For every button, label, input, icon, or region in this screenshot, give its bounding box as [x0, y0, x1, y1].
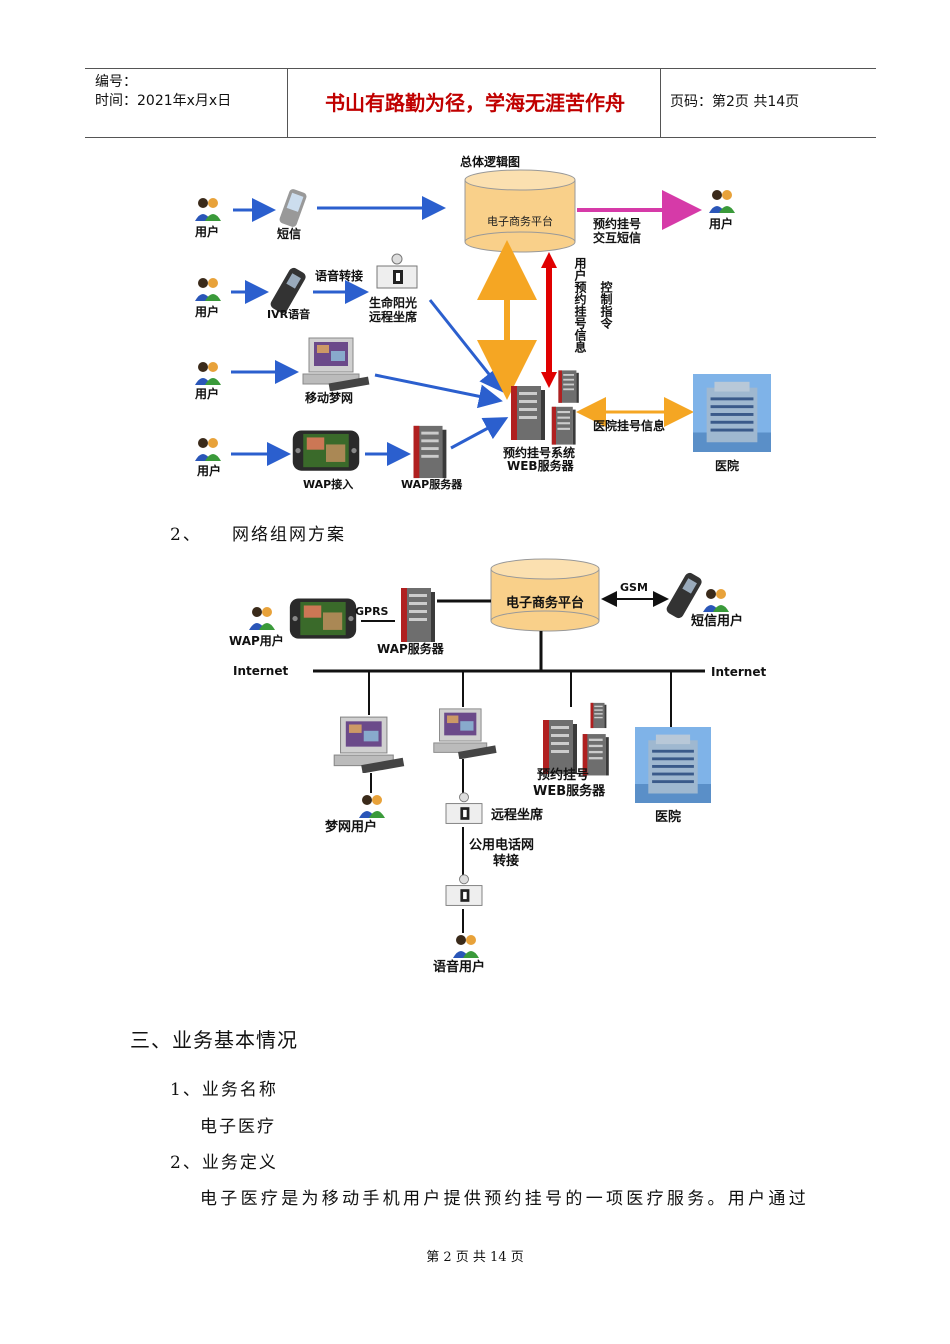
- mobile-dream-label: 移动梦网: [305, 390, 353, 405]
- section3-item2: 2、业务定义: [170, 1153, 278, 1173]
- remote-seat-label: 远程坐席: [491, 807, 543, 823]
- section2-title: 网络组网方案: [232, 525, 346, 545]
- header-left: 编号： 时间：2021年x月x日: [95, 73, 231, 111]
- wap-server-icon: [401, 588, 435, 642]
- user-icon: [709, 190, 735, 213]
- platform-cylinder: [490, 558, 600, 632]
- hospital-building-icon: [635, 727, 711, 803]
- web-server-l2: WEB服务器: [533, 783, 606, 799]
- user-icon: [453, 935, 479, 958]
- user-label: 用户: [194, 386, 219, 401]
- computer-icon: [333, 716, 405, 773]
- platform-label: 电子商务平台: [487, 214, 553, 228]
- time-label: 时间：2021年x月x日: [95, 93, 232, 109]
- hospital-label: 医院: [655, 809, 681, 825]
- mobile-phone-icon: [665, 571, 704, 620]
- number-label: 编号：: [95, 74, 137, 90]
- web-server-l1: 预约挂号: [537, 767, 589, 783]
- voice-transfer-label: 语音转接: [315, 268, 363, 283]
- dream-user-label: 梦网用户: [325, 819, 377, 835]
- user-icon: [195, 198, 221, 221]
- user-label: 用户: [196, 463, 221, 478]
- hospital-label: 医院: [715, 458, 739, 473]
- section3-heading: 三、业务基本情况: [130, 1028, 298, 1052]
- pda-device-icon: [292, 430, 360, 471]
- section3-item1: 1、业务名称: [170, 1080, 278, 1100]
- voice-transfer-icon: [445, 874, 483, 906]
- pstn-l1: 公用电话网: [469, 837, 534, 853]
- user-icon: [249, 607, 275, 630]
- user-icon: [195, 278, 221, 301]
- remote-seat-icon: [445, 792, 483, 824]
- pstn-l2: 转接: [493, 853, 519, 869]
- header-motto: 书山有路勤为径，学海无涯苦作舟: [325, 91, 625, 115]
- web-server-icon: [511, 386, 545, 440]
- wap-user-label: WAP用户: [229, 633, 284, 648]
- web-server-icon: [551, 406, 576, 445]
- section3-item1-value: 电子医疗: [200, 1117, 276, 1137]
- web-server-icon: [590, 702, 607, 729]
- wap-server-label: WAP服务器: [401, 477, 463, 491]
- internet-left-label: Internet: [233, 664, 288, 678]
- sms-label: 短信: [277, 226, 301, 241]
- web-server-l1: 预约挂号系统: [503, 445, 575, 460]
- header-divider: [287, 69, 288, 137]
- sms-user-label: 短信用户: [691, 613, 743, 629]
- user-icon: [359, 795, 385, 818]
- user-label: 用户: [708, 216, 733, 231]
- wap-server-icon: [413, 425, 447, 479]
- hospital-building-icon: [693, 374, 771, 452]
- control-text: 控制指令: [565, 280, 613, 330]
- pda-icon: [278, 188, 308, 228]
- remote-seat-l2: 远程坐席: [369, 309, 417, 324]
- web-server-icon: [558, 370, 579, 403]
- computer-icon: [302, 337, 370, 391]
- gsm-label: GSM: [620, 581, 648, 594]
- voice-user-label: 语音用户: [433, 959, 485, 975]
- wap-access-label: WAP接入: [303, 477, 353, 491]
- section3-item2-text: 电子医疗是为移动手机用户提供预约挂号的一项医疗服务。用户通过: [200, 1189, 809, 1209]
- page-footer: 第 2 页 共 14 页: [426, 1250, 524, 1265]
- remote-seat-l1: 生命阳光: [369, 295, 417, 310]
- platform-label: 电子商务平台: [506, 595, 584, 611]
- gprs-label: GPRS: [355, 605, 389, 618]
- diagram1-title: 总体逻辑图: [460, 154, 520, 169]
- overall-logic-diagram: 总体逻辑图 电子商务平台 用户 短信 预约挂号 交互短信 用户 用户 IVR语音…: [194, 154, 771, 491]
- page-info: 页码：第2页 共14页: [670, 94, 800, 110]
- platform-cylinder: [464, 169, 576, 253]
- network-topology-diagram: 电子商务平台 GSM 短信用户 WAP用户 GPRS WAP服务器 Intern…: [229, 558, 766, 975]
- user-icon: [195, 438, 221, 461]
- user-label: 用户: [194, 224, 219, 239]
- web-server-l2: WEB服务器: [507, 458, 575, 473]
- ivr-label: IVR语音: [267, 307, 310, 321]
- remote-seat-icon: [376, 253, 418, 289]
- control-vertical: 控制指令: [565, 280, 613, 330]
- internet-right-label: Internet: [711, 665, 766, 679]
- web-server-icon: [543, 720, 577, 774]
- computer-icon: [433, 708, 498, 759]
- section2-number: 2、: [170, 525, 202, 545]
- header-divider: [660, 69, 661, 137]
- user-label: 用户: [194, 304, 219, 319]
- user-icon: [195, 362, 221, 385]
- pda-device-icon: [289, 598, 357, 639]
- page-header: 编号： 时间：2021年x月x日 书山有路勤为径，学海无涯苦作舟 页码：第2页 …: [85, 68, 876, 138]
- hospital-info-label: 医院挂号信息: [593, 418, 665, 433]
- sms-interact-l2: 交互短信: [593, 230, 641, 245]
- user-icon: [703, 589, 729, 612]
- wap-server-label: WAP服务器: [377, 641, 445, 656]
- sms-interact-l1: 预约挂号: [593, 216, 641, 231]
